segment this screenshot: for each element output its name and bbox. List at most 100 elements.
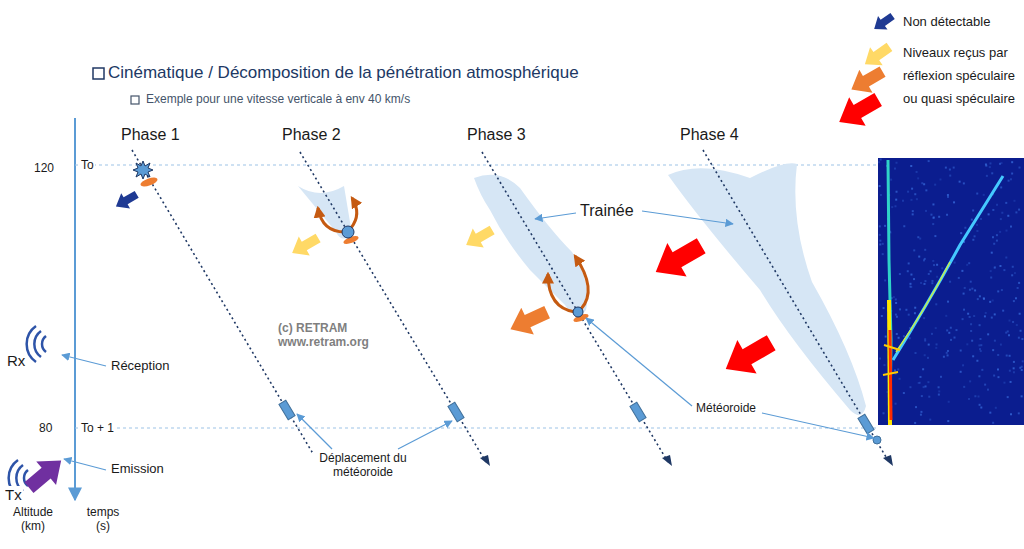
spectrogram-noise bbox=[990, 270, 992, 272]
spectrogram-noise bbox=[960, 350, 962, 352]
spectrogram-noise bbox=[947, 301, 949, 303]
label: Phase 1 bbox=[120, 126, 181, 144]
label: Phase 4 bbox=[679, 126, 740, 144]
spectrogram-noise bbox=[939, 178, 941, 180]
spectrogram-noise bbox=[978, 344, 980, 346]
spectrogram-noise bbox=[962, 318, 964, 320]
label: temps (s) bbox=[80, 506, 126, 534]
spectrogram-noise bbox=[955, 329, 957, 331]
spectrogram-noise bbox=[978, 396, 980, 398]
bullet-box bbox=[93, 68, 104, 79]
spectrogram-noise bbox=[1000, 344, 1002, 346]
spectrogram-noise bbox=[1013, 371, 1015, 373]
spectrogram-noise bbox=[1007, 396, 1009, 398]
label: Rx bbox=[6, 352, 26, 369]
spectrogram-noise bbox=[960, 371, 962, 373]
spectrogram-noise bbox=[1007, 330, 1009, 332]
spectrogram-noise bbox=[971, 340, 973, 342]
spectrogram-noise bbox=[976, 230, 978, 232]
spectrogram-noise bbox=[1020, 330, 1022, 332]
spectrogram-echo bbox=[890, 330, 891, 420]
spectrogram-noise bbox=[920, 282, 922, 284]
spectrogram-noise bbox=[879, 234, 881, 236]
spectrogram-noise bbox=[925, 189, 927, 191]
spectrogram-noise bbox=[896, 333, 898, 335]
spectrogram-noise bbox=[929, 419, 931, 421]
spectrogram-noise bbox=[928, 396, 930, 398]
level-arrow bbox=[287, 228, 324, 262]
spectrogram-noise bbox=[1019, 367, 1021, 369]
spectrogram-noise bbox=[987, 389, 989, 391]
spectrogram-noise bbox=[1022, 360, 1024, 362]
spectrogram-echo bbox=[889, 300, 890, 425]
spectrogram-noise bbox=[916, 171, 918, 173]
spectrogram-noise bbox=[970, 323, 972, 325]
spectrogram-noise bbox=[997, 376, 999, 378]
spectrogram-noise bbox=[1000, 186, 1002, 188]
label: 120 bbox=[33, 162, 55, 176]
spectrogram-noise bbox=[918, 382, 920, 384]
spectrogram-noise bbox=[1018, 337, 1020, 339]
spectrogram-noise bbox=[938, 216, 940, 218]
spectrogram-noise bbox=[897, 368, 899, 370]
spectrogram-noise bbox=[996, 204, 998, 206]
meteoroid-head bbox=[133, 161, 153, 179]
spectrogram-noise bbox=[924, 280, 926, 282]
label: Déplacement du météoroide bbox=[312, 452, 414, 480]
spectrogram-noise bbox=[999, 265, 1001, 267]
spectrogram-noise bbox=[923, 259, 925, 261]
spectrogram-noise bbox=[1002, 310, 1004, 312]
spectrogram-noise bbox=[910, 286, 912, 288]
spectrogram-noise bbox=[933, 264, 935, 266]
spectrogram-noise bbox=[909, 286, 911, 288]
spectrogram-noise bbox=[1017, 287, 1019, 289]
level-arrow bbox=[112, 187, 142, 214]
spectrogram-noise bbox=[896, 316, 898, 318]
spectrogram-noise bbox=[945, 167, 947, 169]
spectrogram-echo bbox=[896, 262, 950, 352]
spectrogram-noise bbox=[879, 185, 881, 187]
spectrogram-noise bbox=[992, 236, 994, 238]
spectrogram-noise bbox=[964, 227, 966, 229]
spectrogram-noise bbox=[928, 273, 930, 275]
spectrogram-noise bbox=[903, 392, 905, 394]
spectrogram-noise bbox=[925, 210, 927, 212]
spectrogram-noise bbox=[934, 235, 936, 237]
spectrogram-noise bbox=[912, 213, 914, 215]
spectrogram-noise bbox=[973, 315, 975, 317]
spectrogram-noise bbox=[910, 165, 912, 167]
spectrogram-noise bbox=[983, 297, 985, 299]
spectrogram-noise bbox=[989, 166, 991, 168]
spectrogram-noise bbox=[919, 238, 921, 240]
spectrogram-noise bbox=[963, 386, 965, 388]
spectrogram-noise bbox=[994, 266, 996, 268]
spectrogram-noise bbox=[969, 289, 971, 291]
spectrogram-noise bbox=[990, 277, 992, 279]
spectrogram-noise bbox=[963, 309, 965, 311]
spectrogram-noise bbox=[1009, 370, 1011, 372]
spectrogram-noise bbox=[1013, 200, 1015, 202]
spectrogram-noise bbox=[953, 201, 955, 203]
spectrogram-noise bbox=[964, 287, 966, 289]
altitude-line bbox=[75, 165, 878, 166]
spectrogram-noise bbox=[950, 339, 952, 341]
spectrogram-noise bbox=[948, 332, 950, 334]
spectrogram-noise bbox=[950, 327, 952, 329]
spectrogram-noise bbox=[915, 406, 917, 408]
leader-lines bbox=[62, 211, 874, 470]
spectrogram-noise bbox=[992, 422, 994, 424]
spectrogram-noise bbox=[908, 262, 910, 264]
spectrogram-noise bbox=[918, 256, 920, 258]
spectrogram-noise bbox=[1008, 334, 1010, 336]
meteoroid-head bbox=[342, 226, 354, 238]
spectrogram-noise bbox=[879, 243, 881, 245]
label: To bbox=[80, 159, 95, 173]
spectrogram-noise bbox=[976, 193, 978, 195]
spectrogram-noise bbox=[911, 188, 913, 190]
spectrogram-noise bbox=[931, 282, 933, 284]
spectrogram-noise bbox=[945, 315, 947, 317]
spectrogram-noise bbox=[921, 395, 923, 397]
spectrogram-noise bbox=[896, 191, 898, 193]
spectrogram-noise bbox=[991, 252, 993, 254]
spectrogram-noise bbox=[1001, 289, 1003, 291]
